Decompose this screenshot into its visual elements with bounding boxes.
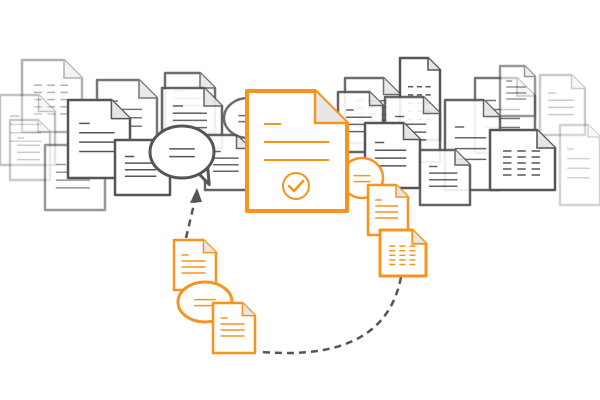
document-icon (418, 148, 472, 207)
checkmark-circle-icon (282, 172, 310, 200)
document-icon (558, 123, 600, 207)
document-icon (0, 93, 57, 167)
document-icon (538, 73, 587, 137)
dashed-curve (261, 276, 403, 355)
highlighted-documents (172, 89, 428, 355)
dashed-connector (184, 188, 403, 355)
background-documents (0, 56, 600, 212)
approved-document (245, 89, 349, 213)
dashed-arrow (184, 199, 197, 239)
document-icon (172, 238, 218, 292)
spreadsheet-icon (378, 228, 428, 278)
speech-bubble-icon (148, 124, 216, 186)
arrowhead-icon (190, 188, 202, 203)
document-icon (498, 64, 537, 118)
document-icon (366, 183, 410, 237)
document-icon (211, 301, 257, 355)
spreadsheet-icon (488, 128, 557, 192)
